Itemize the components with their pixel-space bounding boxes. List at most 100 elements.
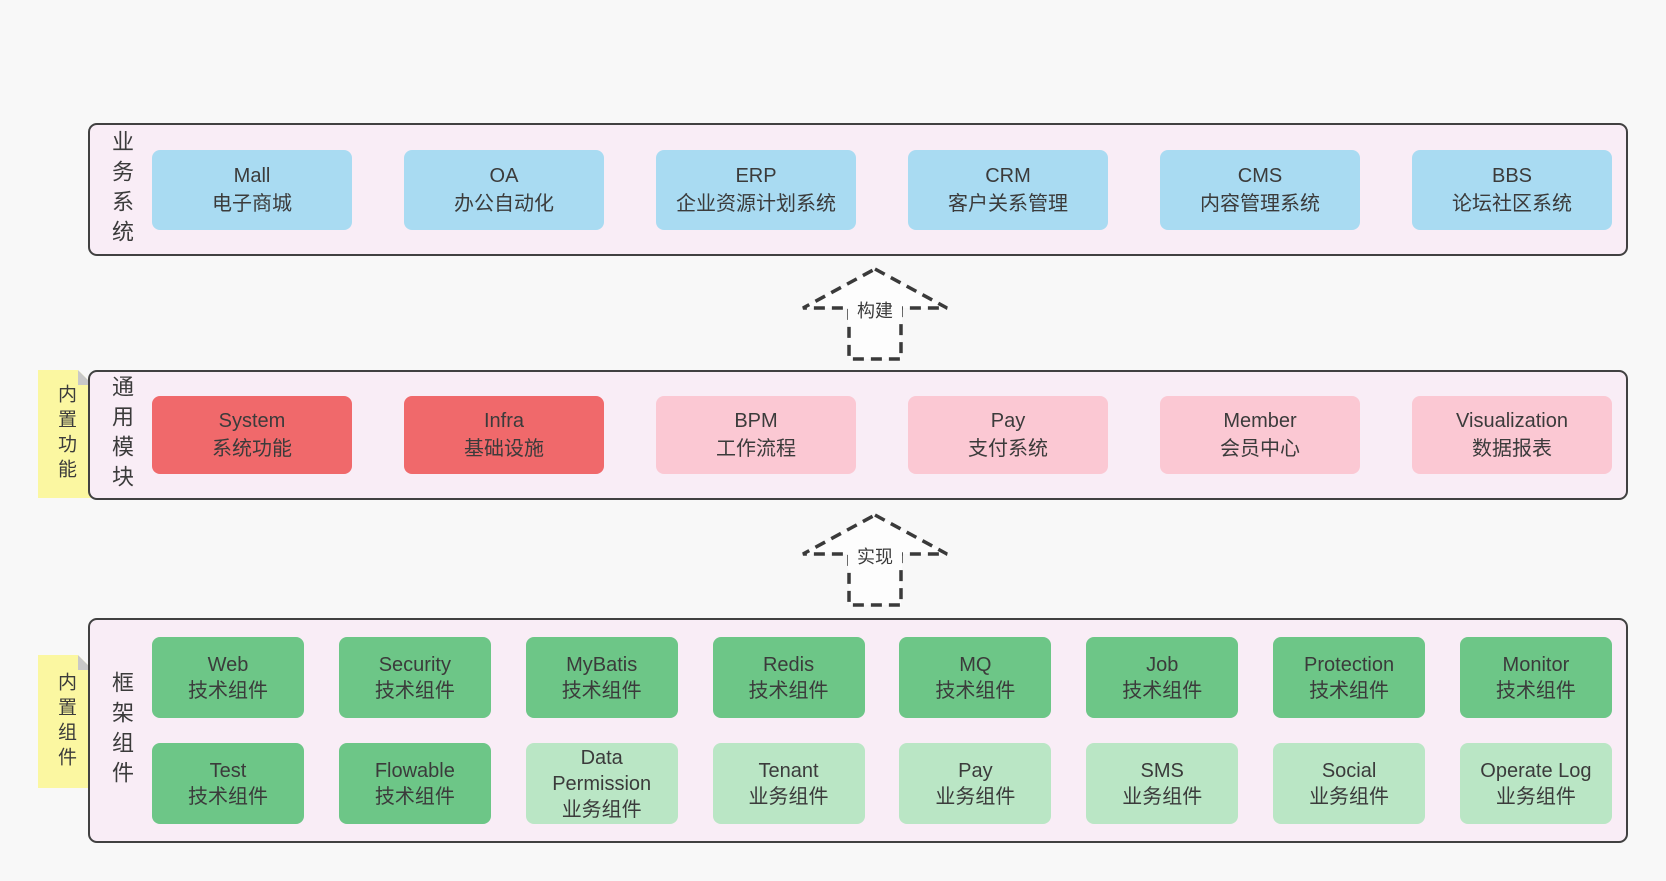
box-title: MQ xyxy=(959,653,992,676)
build-arrow: 构建 xyxy=(800,266,950,362)
box-title: Flowable xyxy=(374,759,455,782)
box-title: ERP xyxy=(735,164,777,187)
component-box-protection: Protection 技术组件 xyxy=(1273,637,1426,718)
box-subtitle: 技术组件 xyxy=(374,679,455,702)
component-box-data-permission: Data Permission 业务组件 xyxy=(525,743,678,824)
box-subtitle: 数据报表 xyxy=(1472,438,1552,460)
box-title: Test xyxy=(209,759,247,782)
box-subtitle: 技术组件 xyxy=(1309,679,1390,702)
box-subtitle: 技术组件 xyxy=(1122,679,1203,702)
common-modules-label-zone: 通用模块 xyxy=(90,375,152,495)
box-subtitle: 办公自动化 xyxy=(454,192,554,215)
box-subtitle: 支付系统 xyxy=(968,438,1048,460)
box-title: BPM xyxy=(734,410,778,432)
box-title: Infra xyxy=(483,410,525,432)
component-box-sms: SMS 业务组件 xyxy=(1086,743,1239,824)
box-subtitle: 技术组件 xyxy=(561,679,642,702)
up-arrow-icon: 实现 xyxy=(802,513,948,607)
component-box-monitor: Monitor 技术组件 xyxy=(1459,637,1612,718)
box-title: Data Permission xyxy=(552,746,652,795)
box-subtitle: 内容管理系统 xyxy=(1200,192,1320,215)
box-title: Redis xyxy=(762,653,815,676)
common-modules-row: System 系统功能 Infra 基础设施 BPM 工作流程 Pay 支付系统… xyxy=(152,396,1612,474)
box-title: Social xyxy=(1321,759,1377,782)
framework-components-row-1: Web 技术组件 Security 技术组件 MyBatis 技术组件 Redi… xyxy=(152,637,1612,718)
framework-components-panel: 框架组件 Web 技术组件 Security 技术组件 MyBatis 技术组件… xyxy=(88,618,1628,843)
component-box-security: Security 技术组件 xyxy=(338,637,491,718)
system-box-cms: CMS 内容管理系统 xyxy=(1160,149,1360,230)
up-arrow-icon: 构建 xyxy=(802,267,948,361)
box-subtitle: 工作流程 xyxy=(716,438,796,460)
box-subtitle: 技术组件 xyxy=(1495,679,1576,702)
implement-arrow-label: 实现 xyxy=(857,547,893,567)
implement-arrow: 实现 xyxy=(800,512,950,608)
module-box-visualization: Visualization 数据报表 xyxy=(1412,396,1612,474)
box-subtitle: 技术组件 xyxy=(935,679,1016,702)
box-title: BBS xyxy=(1491,164,1533,187)
builtin-functions-note: 内置功能 xyxy=(38,370,93,498)
build-arrow-label: 构建 xyxy=(857,301,893,321)
component-box-operate-log: Operate Log 业务组件 xyxy=(1459,743,1612,824)
box-title: Web xyxy=(207,653,249,676)
component-box-flowable: Flowable 技术组件 xyxy=(338,743,491,824)
module-box-bpm: BPM 工作流程 xyxy=(656,396,856,474)
component-box-mq: MQ 技术组件 xyxy=(899,637,1052,718)
framework-components-row-2: Test 技术组件 Flowable 技术组件 Data Permission … xyxy=(152,743,1612,824)
box-title: Protection xyxy=(1304,653,1395,676)
box-title: Pay xyxy=(958,759,993,782)
box-subtitle: 业务组件 xyxy=(1122,785,1203,808)
component-box-social: Social 业务组件 xyxy=(1273,743,1426,824)
builtin-functions-note-label: 内置功能 xyxy=(55,384,76,484)
component-box-job: Job 技术组件 xyxy=(1086,637,1239,718)
box-title: Job xyxy=(1146,653,1179,676)
component-box-pay: Pay 业务组件 xyxy=(899,743,1052,824)
box-title: MyBatis xyxy=(566,653,638,676)
component-box-mybatis: MyBatis 技术组件 xyxy=(525,637,678,718)
component-box-redis: Redis 技术组件 xyxy=(712,637,865,718)
component-box-test: Test 技术组件 xyxy=(152,743,304,824)
box-subtitle: 会员中心 xyxy=(1220,438,1300,460)
box-title: Monitor xyxy=(1502,653,1570,676)
box-subtitle: 业务组件 xyxy=(748,785,829,808)
box-title: Tenant xyxy=(758,759,819,782)
business-systems-label-zone: 业务系统 xyxy=(90,130,152,250)
box-subtitle: 系统功能 xyxy=(212,438,292,460)
box-subtitle: 企业资源计划系统 xyxy=(676,192,836,215)
box-subtitle: 业务组件 xyxy=(935,785,1016,808)
box-title: System xyxy=(218,410,286,432)
component-box-web: Web 技术组件 xyxy=(152,637,304,718)
box-title: Member xyxy=(1223,410,1297,432)
box-subtitle: 技术组件 xyxy=(188,679,268,702)
module-box-system: System 系统功能 xyxy=(152,396,352,474)
framework-components-label-zone: 框架组件 xyxy=(90,671,152,791)
business-systems-panel: 业务系统 Mall 电子商城 OA 办公自动化 ERP 企业资源计划系统 CRM… xyxy=(88,123,1628,256)
system-box-mall: Mall 电子商城 xyxy=(152,149,352,230)
business-systems-panel-label: 业务系统 xyxy=(109,129,134,250)
box-subtitle: 业务组件 xyxy=(1309,785,1390,808)
module-box-infra: Infra 基础设施 xyxy=(404,396,604,474)
system-box-erp: ERP 企业资源计划系统 xyxy=(656,149,856,230)
box-title: OA xyxy=(489,164,519,187)
framework-components-rows: Web 技术组件 Security 技术组件 MyBatis 技术组件 Redi… xyxy=(152,637,1612,824)
builtin-components-note: 内置组件 xyxy=(38,655,93,788)
box-subtitle: 技术组件 xyxy=(188,785,268,808)
system-box-bbs: BBS 论坛社区系统 xyxy=(1412,149,1612,230)
box-title: CMS xyxy=(1237,164,1283,187)
box-title: Visualization xyxy=(1456,410,1568,432)
system-box-oa: OA 办公自动化 xyxy=(404,149,604,230)
business-systems-row: Mall 电子商城 OA 办公自动化 ERP 企业资源计划系统 CRM 客户关系… xyxy=(152,149,1612,230)
box-title: SMS xyxy=(1140,759,1184,782)
box-subtitle: 业务组件 xyxy=(1495,785,1576,808)
box-title: CRM xyxy=(985,164,1031,187)
box-subtitle: 技术组件 xyxy=(748,679,829,702)
box-subtitle: 论坛社区系统 xyxy=(1452,192,1572,215)
box-subtitle: 业务组件 xyxy=(561,798,642,821)
builtin-components-note-label: 内置组件 xyxy=(55,671,76,772)
box-title: Security xyxy=(378,653,451,676)
box-subtitle: 客户关系管理 xyxy=(948,192,1068,215)
box-subtitle: 电子商城 xyxy=(212,192,292,215)
box-title: Operate Log xyxy=(1480,759,1592,782)
box-title: Pay xyxy=(990,410,1026,432)
framework-components-panel-label: 框架组件 xyxy=(109,670,134,791)
